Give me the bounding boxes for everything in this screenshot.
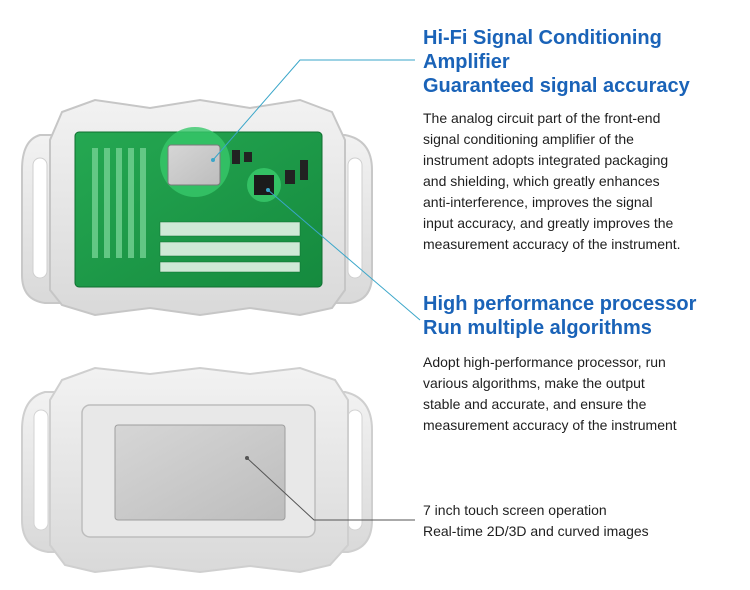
amplifier-desc-line-1: The analog circuit part of the front-end <box>423 110 661 126</box>
right-handle-slot-top <box>347 157 363 279</box>
amplifier-desc-line-7: measurement accuracy of the instrument. <box>423 236 681 252</box>
left-handle-slot-bottom <box>33 409 49 531</box>
callout-dot-amplifier <box>211 158 215 162</box>
left-handle-slot-top <box>32 157 48 279</box>
processor-heading-line-2: Run multiple algorithms <box>423 317 652 339</box>
processor-desc-line-1: Adopt high-performance processor, run <box>423 354 666 370</box>
processor-description: Adopt high-performance processor, run va… <box>423 352 677 436</box>
processor-heading-line-1: High performance processor <box>423 293 697 315</box>
right-handle-slot-bottom <box>347 409 363 531</box>
amplifier-desc-line-3: instrument adopts integrated packaging <box>423 152 669 168</box>
pcb-component-columns <box>92 148 146 258</box>
shielded-amplifier-module <box>167 144 221 186</box>
amplifier-desc-line-2: signal conditioning amplifier of the <box>423 131 634 147</box>
callout-dot-processor <box>266 188 270 192</box>
amplifier-desc-line-4: and shielding, which greatly enhances <box>423 173 660 189</box>
processor-desc-line-2: various algorithms, make the output <box>423 375 645 391</box>
pcb-connector-bank <box>159 221 301 273</box>
amplifier-description: The analog circuit part of the front-end… <box>423 108 681 255</box>
processor-desc-line-4: measurement accuracy of the instrument <box>423 417 677 433</box>
screen-description: 7 inch touch screen operation Real-time … <box>423 500 649 542</box>
callout-line-processor <box>267 189 421 321</box>
amplifier-desc-line-5: anti-interference, improves the signal <box>423 194 653 210</box>
processor-heading: High performance processor Run multiple … <box>423 292 696 340</box>
callout-lines <box>212 59 421 521</box>
open-case-with-pcb <box>21 98 373 317</box>
touch-screen <box>114 424 286 521</box>
amplifier-desc-line-6: input accuracy, and greatly improves the <box>423 215 674 231</box>
amplifier-heading-line-2: Amplifier <box>423 51 510 73</box>
closed-case-with-screen <box>21 366 373 574</box>
callout-dot-screen <box>245 456 249 460</box>
amplifier-heading-line-3: Guaranteed signal accuracy <box>423 75 690 97</box>
callout-line-screen <box>246 457 415 521</box>
amplifier-heading: Hi-Fi Signal Conditioning Amplifier Guar… <box>423 26 690 98</box>
processor-desc-line-3: stable and accurate, and ensure the <box>423 396 647 412</box>
pcb-small-chips <box>232 150 308 184</box>
amplifier-heading-line-1: Hi-Fi Signal Conditioning <box>423 27 662 49</box>
screen-desc-line-1: 7 inch touch screen operation <box>423 502 607 518</box>
screen-desc-line-2: Real-time 2D/3D and curved images <box>423 523 649 539</box>
callout-line-amplifier <box>212 59 415 161</box>
